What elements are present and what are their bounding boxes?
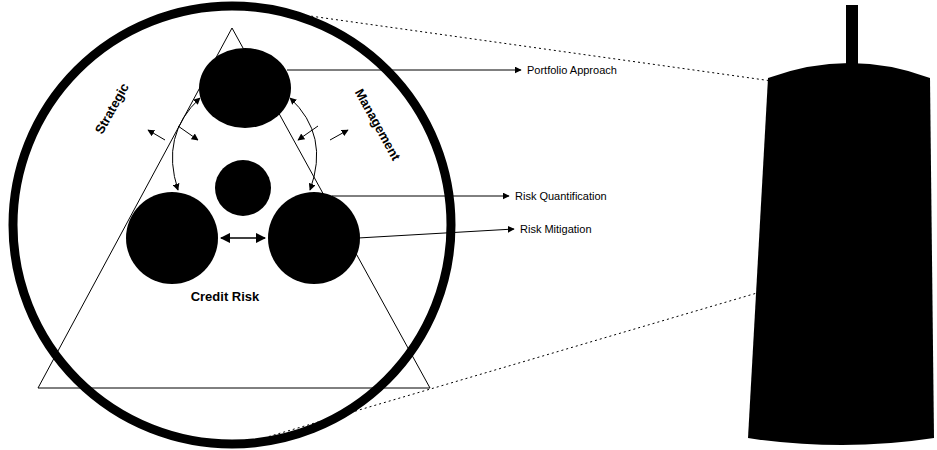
- black-disc: [126, 192, 218, 284]
- weight-handle: [846, 5, 858, 67]
- link-arrow: [290, 98, 317, 190]
- link-arrow: [221, 237, 265, 239]
- center-disc: [215, 160, 271, 216]
- leader-arrow: [332, 196, 509, 197]
- side-arrow: [298, 126, 318, 140]
- side-arrow: [178, 126, 198, 140]
- weight-body: [748, 63, 934, 445]
- side-arrow: [330, 130, 348, 140]
- callout-label: Risk Quantification: [515, 191, 607, 202]
- black-disc: [199, 48, 291, 128]
- zoom-line: [232, 5, 850, 92]
- leader-arrow: [287, 70, 521, 71]
- leader-arrow: [358, 229, 514, 238]
- side-label: Strategic: [93, 81, 131, 136]
- side-arrow: [148, 130, 165, 140]
- triangle-node: Strategic ManagementCredit Risk: [38, 28, 430, 390]
- base-label: Credit Risk: [191, 290, 260, 303]
- triangle-outline: [38, 28, 430, 390]
- link-arrow: [172, 98, 200, 190]
- triangle-outline: [38, 28, 430, 388]
- callout-label: Portfolio Approach: [527, 65, 617, 76]
- side-label: Management: [353, 86, 403, 162]
- black-disc: [268, 192, 360, 284]
- lens-circle: [13, 6, 451, 444]
- callout-label: Risk Mitigation: [520, 224, 592, 235]
